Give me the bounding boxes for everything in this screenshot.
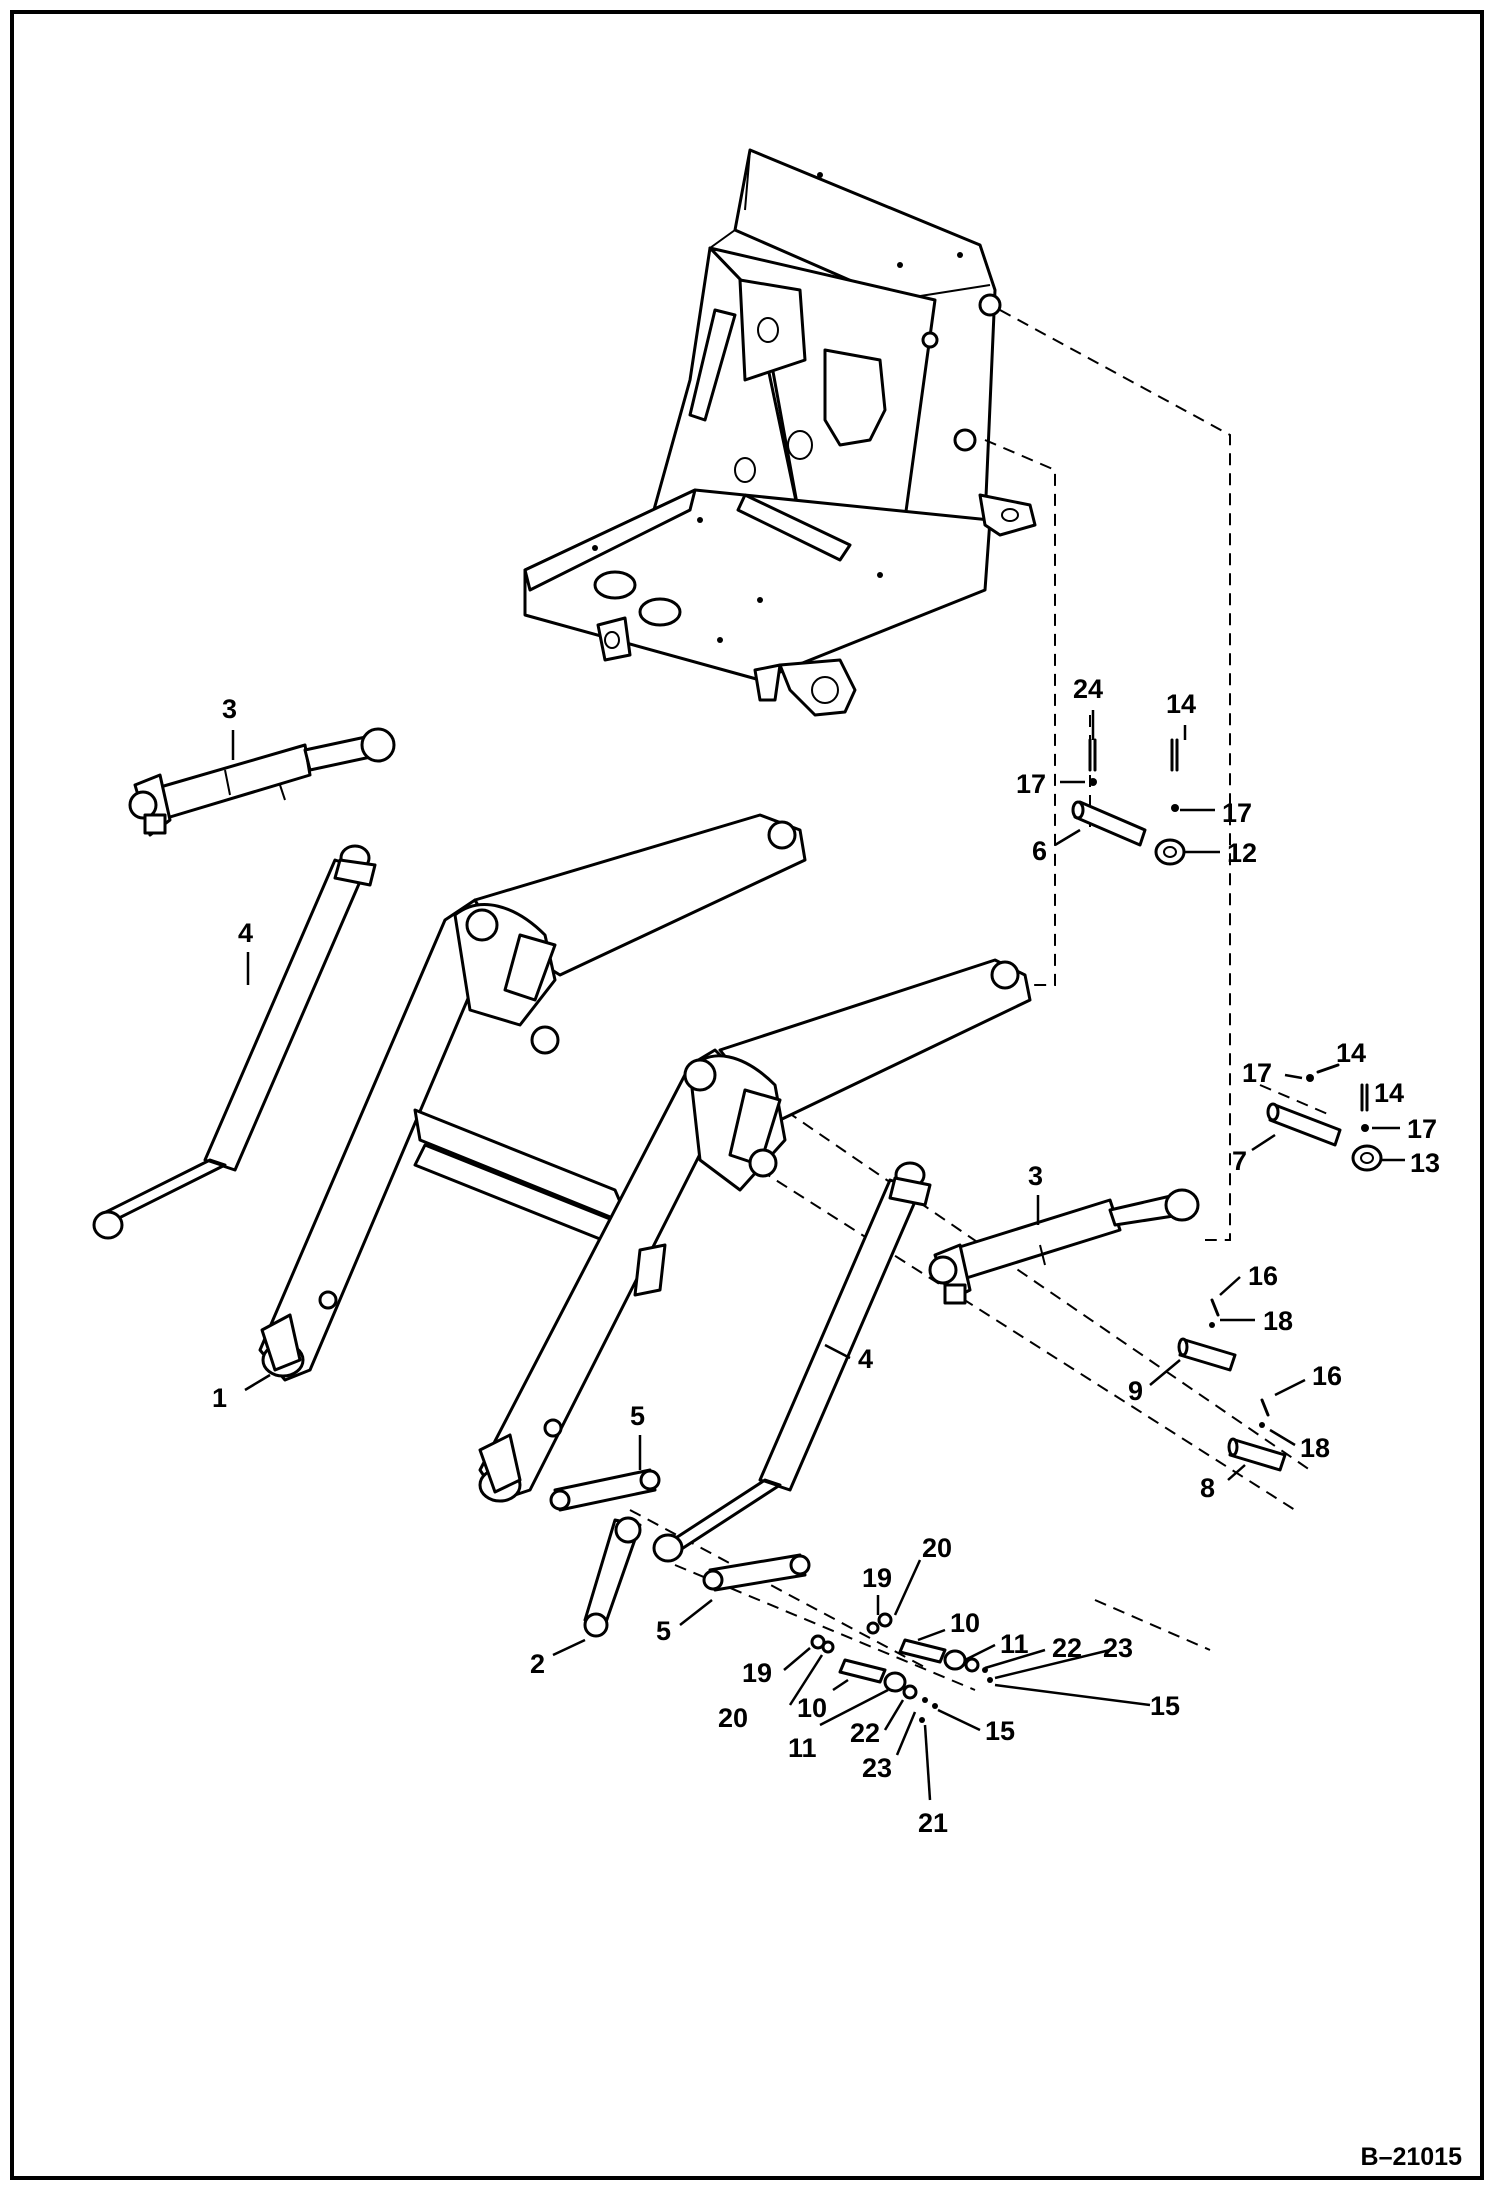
lift-arm-right — [478, 958, 1032, 1503]
assembly-lines — [629, 309, 1331, 1691]
callout-3-lower: 3 — [1028, 1161, 1043, 1191]
callout-18-lower: 18 — [1300, 1433, 1330, 1463]
callout-12: 12 — [1227, 838, 1257, 868]
callout-15-upper: 15 — [1150, 1691, 1180, 1721]
callout-17-right-lower: 17 — [1407, 1114, 1437, 1144]
callout-labels: 3 4 1 24 14 17 17 6 12 17 14 14 17 7 13 … — [212, 674, 1440, 1838]
lift-arm-left — [258, 813, 807, 1382]
callout-3-upper: 3 — [222, 694, 237, 724]
leader-lines — [231, 710, 1405, 1801]
callout-4-left: 4 — [238, 918, 253, 948]
callout-14-right-upper: 14 — [1336, 1038, 1366, 1068]
callout-20-upper: 20 — [922, 1533, 952, 1563]
main-frame — [523, 148, 1037, 717]
callout-17-upper-right: 17 — [1222, 798, 1252, 828]
callout-5-upper: 5 — [630, 1401, 645, 1431]
callout-5-lower: 5 — [656, 1616, 671, 1646]
tilt-cylinder-upper — [128, 727, 396, 837]
callout-2: 2 — [530, 1649, 545, 1679]
callout-21: 21 — [918, 1808, 948, 1838]
callout-16-lower: 16 — [1312, 1361, 1342, 1391]
callout-19-upper: 19 — [862, 1563, 892, 1593]
callout-15-lower: 15 — [985, 1716, 1015, 1746]
callout-24: 24 — [1073, 674, 1103, 704]
callout-22-lower: 22 — [850, 1718, 880, 1748]
callout-1: 1 — [212, 1383, 227, 1413]
callout-19-lower: 19 — [742, 1658, 772, 1688]
lift-cylinder-left — [92, 844, 377, 1240]
callout-14-right-mid: 14 — [1374, 1078, 1404, 1108]
callout-11-lower: 11 — [788, 1733, 817, 1763]
callout-14-upper: 14 — [1166, 689, 1196, 719]
callout-17-right-upper: 17 — [1242, 1058, 1272, 1088]
callout-6: 6 — [1032, 836, 1047, 866]
callout-10-lower: 10 — [797, 1693, 827, 1723]
callout-17-upper-left: 17 — [1016, 769, 1046, 799]
callout-10-upper: 10 — [950, 1608, 980, 1638]
callout-8: 8 — [1200, 1473, 1215, 1503]
callout-7: 7 — [1232, 1146, 1247, 1176]
tilt-cylinder-lower — [928, 1188, 1200, 1305]
reference-code: B–21015 — [1361, 2143, 1463, 2171]
pins-and-hardware — [810, 738, 1383, 1723]
callout-4-right: 4 — [858, 1344, 873, 1374]
callout-23-lower: 23 — [862, 1753, 892, 1783]
callout-20-lower: 20 — [718, 1703, 748, 1733]
callout-16-upper: 16 — [1248, 1261, 1278, 1291]
callout-18-upper: 18 — [1263, 1306, 1293, 1336]
links-and-bellcrank — [549, 1468, 811, 1638]
callout-9: 9 — [1128, 1376, 1143, 1406]
lift-cylinder-right — [652, 1161, 932, 1563]
callout-23-upper: 23 — [1103, 1633, 1133, 1663]
callout-11-upper: 11 — [1000, 1629, 1029, 1659]
callout-22-upper: 22 — [1052, 1633, 1082, 1663]
callout-13: 13 — [1410, 1148, 1440, 1178]
